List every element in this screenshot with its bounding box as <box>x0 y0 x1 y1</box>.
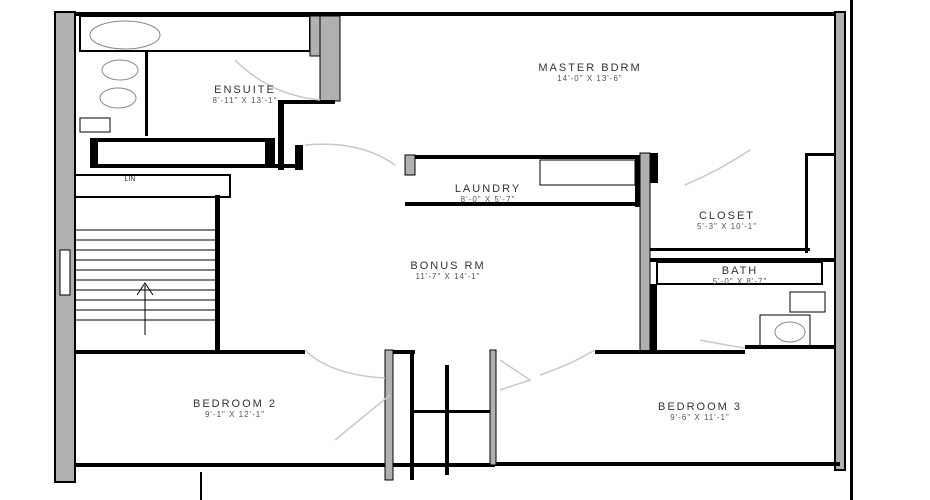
room-name: ENSUITE <box>214 84 276 96</box>
room-dims: 11'-7" X 14'-1" <box>415 272 481 281</box>
room-name: BEDROOM 3 <box>657 401 743 413</box>
room-name: CLOSET <box>698 210 755 222</box>
room-dims: 9'-6" X 11'-1" <box>670 413 730 422</box>
fixtures <box>89 20 806 343</box>
room-dims: 5'-3" X 10'-1" <box>696 222 758 231</box>
room-dims: 8'-0" X 5'-7" <box>460 195 516 204</box>
room-name: BONUS RM <box>410 260 486 272</box>
room-dims: 14'-0" X 13'-6" <box>557 74 623 83</box>
walls <box>54 0 853 500</box>
room-name: BEDROOM 2 <box>192 398 278 410</box>
room-name: LAUNDRY <box>454 183 522 195</box>
stairs <box>75 229 215 335</box>
room-dims: 9'-1" X 12'-1" <box>204 410 266 419</box>
linen-label: LIN <box>124 176 136 183</box>
door-swings <box>234 59 751 441</box>
room-dims: 8'-11" X 13'-1" <box>212 96 278 105</box>
room-name: BATH <box>721 265 759 277</box>
room-name: MASTER BDRM <box>538 62 642 74</box>
room-dims: 5'-0" X 8'-7" <box>712 277 768 286</box>
